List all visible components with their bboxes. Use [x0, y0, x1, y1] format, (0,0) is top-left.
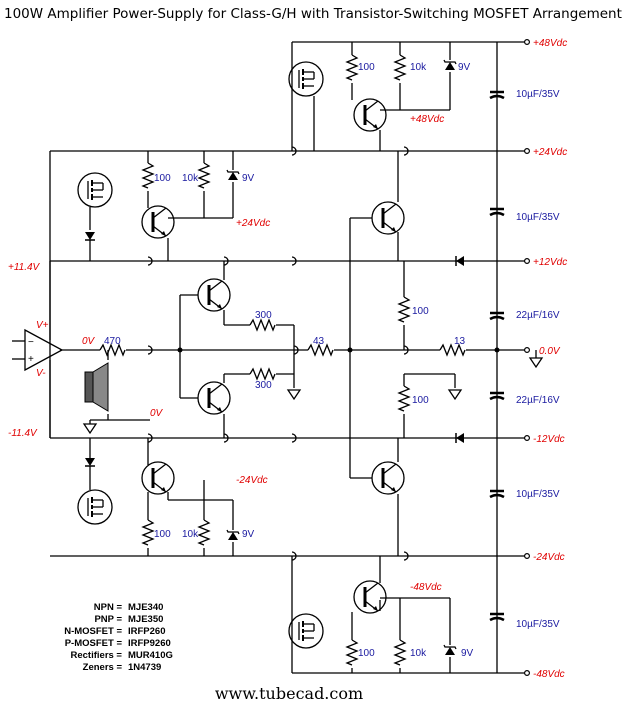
component-values: 100 10k 9V 10µF/35V 100 10k 9V 10µF/35V …: [104, 62, 560, 659]
node-0v-out: 0V: [82, 336, 96, 347]
node-p11: +11.4V: [8, 262, 41, 273]
svg-text:9V: 9V: [242, 173, 255, 184]
parts-legend: NPN = MJE340 PNP = MJE350 N-MOSFET = IRF…: [64, 602, 173, 673]
opamp: − +: [12, 261, 64, 438]
svg-text:100: 100: [412, 306, 429, 317]
node-m48: -48Vdc: [410, 582, 442, 593]
svg-text:43: 43: [313, 336, 325, 347]
svg-text:300: 300: [255, 380, 272, 391]
svg-text:10µF/35V: 10µF/35V: [516, 619, 560, 630]
opamp-vminus: V-: [36, 368, 46, 379]
node-p48: +48Vdc: [410, 114, 444, 125]
svg-text:100: 100: [154, 529, 171, 540]
svg-text:Rectifiers =: Rectifiers =: [71, 650, 123, 661]
node-0v-spk: 0V: [150, 408, 164, 419]
label-m48: -48Vdc: [533, 669, 565, 680]
svg-text:10k: 10k: [182, 173, 199, 184]
svg-text:10µF/35V: 10µF/35V: [516, 489, 560, 500]
svg-text:Zeners =: Zeners =: [83, 662, 123, 673]
svg-text:100: 100: [358, 648, 375, 659]
svg-text:470: 470: [104, 336, 121, 347]
svg-text:10k: 10k: [410, 62, 427, 73]
ground-center: [529, 350, 543, 368]
svg-text:P-MOSFET =: P-MOSFET =: [65, 638, 123, 649]
svg-text:9V: 9V: [242, 529, 255, 540]
website-footer[interactable]: www.tubecad.com: [214, 684, 364, 703]
label-p12: +12Vdc: [533, 257, 567, 268]
schematic-diagram: − +: [8, 38, 567, 680]
stage-m48: [288, 556, 457, 673]
svg-text:N-MOSFET =: N-MOSFET =: [64, 626, 122, 637]
node-p24: +24Vdc: [236, 218, 270, 229]
svg-text:100: 100: [154, 173, 171, 184]
stage-p48: [288, 42, 457, 151]
svg-text:10µF/35V: 10µF/35V: [516, 89, 560, 100]
label-zero: 0.0V: [539, 346, 561, 357]
label-p48: +48Vdc: [533, 38, 567, 49]
node-m24: -24Vdc: [236, 475, 268, 486]
svg-text:IRFP260: IRFP260: [128, 626, 166, 637]
svg-text:10k: 10k: [410, 648, 427, 659]
svg-text:−: −: [28, 337, 34, 348]
opamp-vplus: V+: [36, 320, 49, 331]
label-m24: -24Vdc: [533, 552, 565, 563]
svg-text:9V: 9V: [458, 62, 471, 73]
svg-text:MUR410G: MUR410G: [128, 650, 173, 661]
stage-p24: [77, 151, 240, 261]
svg-text:MJE350: MJE350: [128, 614, 163, 625]
svg-text:100: 100: [412, 395, 429, 406]
svg-text:300: 300: [255, 310, 272, 321]
label-m12: -12Vdc: [533, 434, 565, 445]
svg-text:22µF/16V: 22µF/16V: [516, 395, 560, 406]
label-p24: +24Vdc: [533, 147, 567, 158]
speaker-icon: [83, 350, 150, 434]
output-stage: [60, 151, 500, 556]
schematic-page: 100W Amplifier Power-Supply for Class-G/…: [4, 6, 622, 703]
wire-hops: [147, 146, 409, 561]
svg-text:10k: 10k: [182, 529, 199, 540]
svg-text:100: 100: [358, 62, 375, 73]
svg-text:13: 13: [454, 336, 466, 347]
svg-text:+: +: [28, 354, 34, 365]
svg-text:22µF/16V: 22µF/16V: [516, 310, 560, 321]
page-title: 100W Amplifier Power-Supply for Class-G/…: [4, 6, 622, 22]
svg-text:NPN =: NPN =: [94, 602, 123, 613]
svg-text:PNP =: PNP =: [94, 614, 122, 625]
rail-terminals: [523, 38, 531, 677]
svg-text:9V: 9V: [461, 648, 474, 659]
power-rails: [49, 41, 527, 674]
svg-text:IRFP9260: IRFP9260: [128, 638, 171, 649]
svg-text:10µF/35V: 10µF/35V: [516, 212, 560, 223]
node-m11: -11.4V: [8, 428, 38, 439]
svg-text:MJE340: MJE340: [128, 602, 163, 613]
svg-text:1N4739: 1N4739: [128, 662, 161, 673]
